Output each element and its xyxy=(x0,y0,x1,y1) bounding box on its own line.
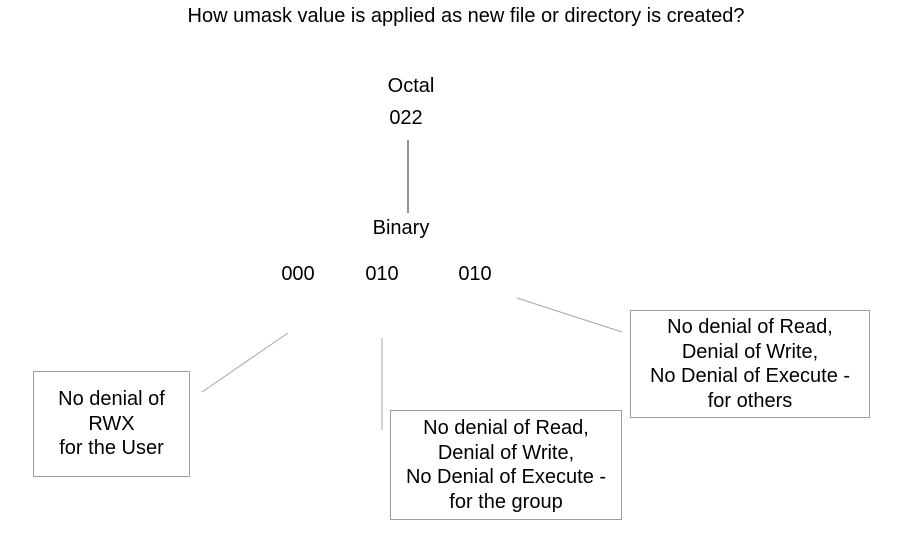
group-permissions-box: No denial of Read, Denial of Write, No D… xyxy=(390,410,622,520)
user-box-line: RWX xyxy=(88,412,135,435)
others-box-line: No denial of Read, xyxy=(667,316,833,338)
others-box-line: for others xyxy=(707,389,793,412)
group-box-line: Denial of Write, xyxy=(437,441,575,464)
others-box-line: No Denial of Execute - xyxy=(649,365,851,387)
binary-group-group: 010 xyxy=(365,263,399,285)
diagram-title: How umask value is applied as new file o… xyxy=(187,5,745,27)
binary-label: Binary xyxy=(372,217,430,239)
octal-value: 022 xyxy=(389,107,423,129)
user-box-line: No denial of xyxy=(58,388,165,411)
binary-group-user: 000 xyxy=(281,263,315,285)
octal-label: Octal xyxy=(387,75,435,97)
others-permissions-box: No denial of Read, Denial of Write, No D… xyxy=(630,310,870,418)
others-connector-line xyxy=(516,297,623,333)
user-box-line: for the User xyxy=(59,437,164,460)
group-box-line: for the group xyxy=(449,490,563,513)
user-connector-line xyxy=(201,332,289,393)
user-permissions-box: No denial of RWX for the User xyxy=(33,371,190,477)
others-box-line: Denial of Write, xyxy=(681,340,819,363)
binary-group-others: 010 xyxy=(458,263,492,285)
group-box-line: No Denial of Execute - xyxy=(405,466,607,488)
group-box-line: No denial of Read, xyxy=(423,417,589,439)
